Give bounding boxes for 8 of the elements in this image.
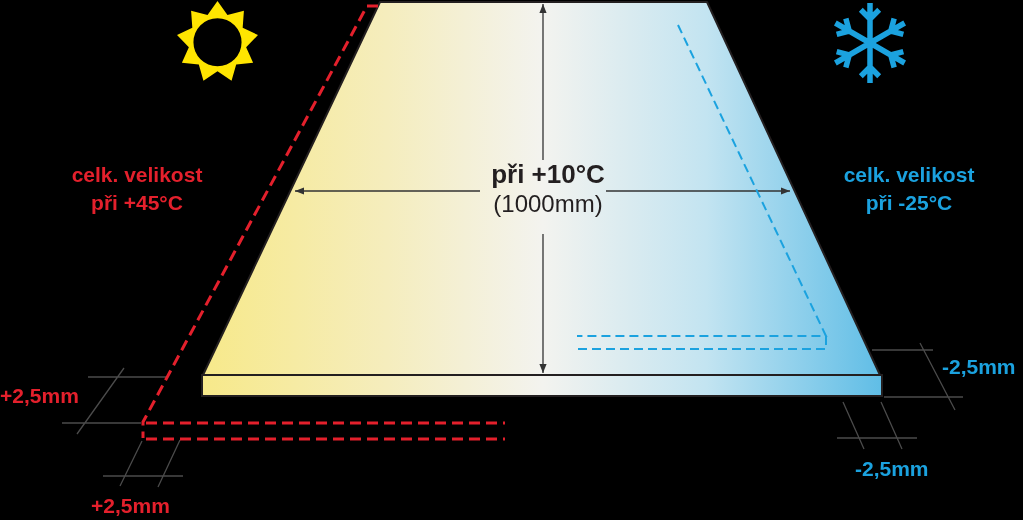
tolerance-value: -2,5mm — [855, 457, 929, 481]
dimension-value: (1000mm) — [493, 190, 603, 218]
temperature-heading: při +10°C — [491, 158, 605, 190]
tolerance-value: +2,5mm — [0, 384, 79, 408]
size-caption: celk. velikost při +45°C — [70, 162, 204, 216]
tolerance-value: +2,5mm — [91, 494, 170, 518]
tolerance-value: -2,5mm — [942, 355, 1016, 379]
size-caption: celk. velikost při -25°C — [842, 162, 976, 216]
